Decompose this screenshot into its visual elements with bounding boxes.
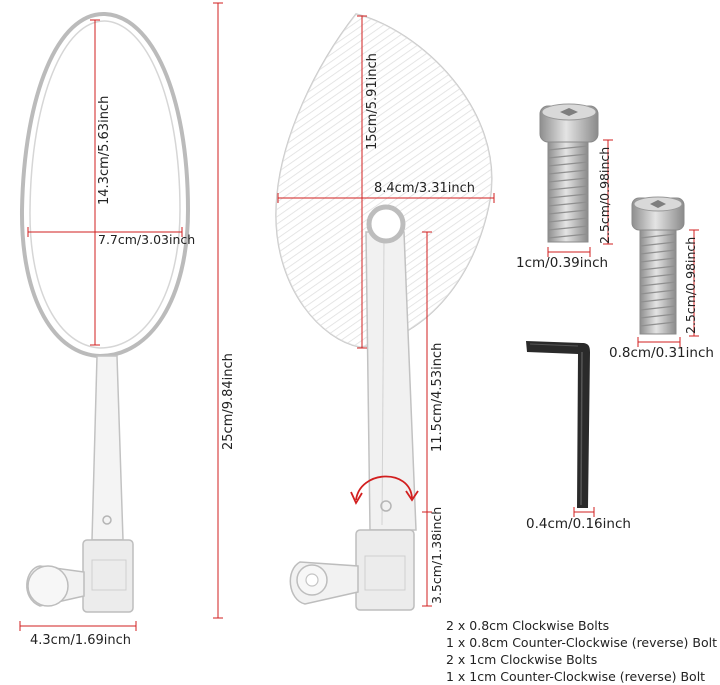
note-line: 1 x 1cm Counter-Clockwise (reverse) Bolt	[446, 669, 706, 684]
left-height-label: 14.3cm/5.63inch	[97, 95, 112, 205]
note-line: 2 x 1cm Clockwise Bolts	[446, 652, 598, 667]
bolt-large-width-label: 1cm/0.39inch	[516, 255, 609, 271]
right-dimensions	[277, 15, 495, 607]
left-stem-screw	[102, 515, 112, 525]
bolt-dimensions	[547, 139, 699, 347]
left-dimensions	[19, 2, 223, 631]
left-mirror-glass	[29, 20, 181, 349]
allen-wrench	[526, 341, 590, 508]
bolt-large-length-label: 2.5cm/0.98inch	[597, 146, 612, 244]
bolt-small-width-label: 0.8cm/0.31inch	[609, 345, 714, 361]
right-mount-ring	[366, 204, 406, 244]
right-width-label: 8.4cm/3.31inch	[374, 181, 476, 196]
left-clamp-knob	[27, 565, 69, 607]
bolt-small-length-label: 2.5cm/0.98inch	[683, 236, 698, 334]
left-width-label: 7.7cm/3.03inch	[98, 232, 196, 247]
wrench-size-label: 0.4cm/0.16inch	[526, 516, 631, 532]
base-height-label: 3.5cm/1.38inch	[429, 506, 444, 604]
note-line: 2 x 0.8cm Clockwise Bolts	[446, 618, 610, 633]
wrench-dimension	[573, 507, 595, 517]
right-mirror-shell	[275, 13, 493, 348]
rotation-arrow	[355, 475, 413, 501]
note-line: 1 x 0.8cm Counter-Clockwise (reverse) Bo…	[446, 635, 718, 650]
right-mirror	[275, 13, 493, 611]
total-length-label: 25cm/9.84inch	[221, 353, 236, 450]
stem-length-label: 11.5cm/4.53inch	[430, 342, 445, 452]
right-height-label: 15cm/5.91inch	[365, 53, 380, 150]
left-mirror	[19, 11, 191, 613]
base-width-label: 4.3cm/1.69inch	[30, 633, 132, 648]
package-notes: 2 x 0.8cm Clockwise Bolts 1 x 0.8cm Coun…	[446, 617, 717, 685]
left-mirror-stem	[91, 355, 124, 541]
bolt-large	[539, 103, 599, 243]
bolt-small	[631, 196, 685, 335]
right-joint-screw	[380, 500, 392, 512]
